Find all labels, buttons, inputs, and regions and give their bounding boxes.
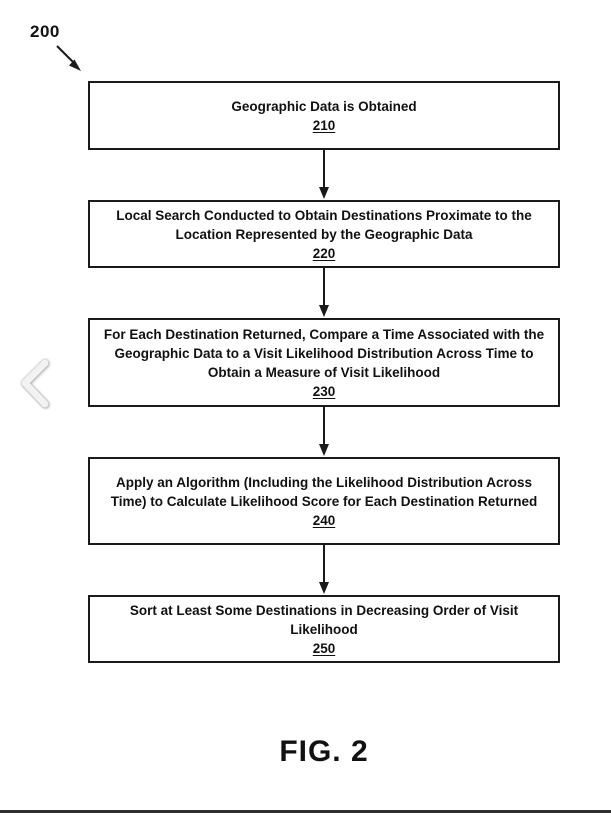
figure-reference-number: 200: [30, 22, 60, 41]
flow-step-number: 250: [312, 640, 336, 656]
chevron-left-icon[interactable]: [16, 358, 54, 410]
flow-step-number: 210: [312, 117, 336, 133]
flow-step-text: For Each Destination Returned, Compare a…: [103, 326, 545, 380]
flow-arrow-icon: [319, 407, 329, 456]
flow-step-text: Apply an Algorithm (Including the Likeli…: [110, 474, 538, 509]
flow-arrow-icon: [319, 150, 329, 199]
flow-step-number: 230: [312, 383, 336, 399]
flow-step-230: For Each Destination Returned, Compare a…: [88, 318, 560, 407]
flow-step-number: 220: [312, 245, 336, 261]
page-divider: [0, 810, 611, 813]
flow-step-240: Apply an Algorithm (Including the Likeli…: [88, 457, 560, 545]
flow-step-text: Local Search Conducted to Obtain Destina…: [116, 207, 532, 242]
figure-caption: FIG. 2: [279, 735, 369, 768]
flow-step-210: Geographic Data is Obtained 210: [88, 81, 560, 150]
flow-step-text: Geographic Data is Obtained: [231, 98, 417, 114]
flow-arrow-icon: [319, 268, 329, 317]
flow-step-220: Local Search Conducted to Obtain Destina…: [88, 200, 560, 268]
flow-step-text: Sort at Least Some Destinations in Decre…: [129, 602, 519, 637]
reference-arrow-icon: [56, 45, 81, 71]
flow-step-250: Sort at Least Some Destinations in Decre…: [88, 595, 560, 663]
flow-step-number: 240: [312, 512, 336, 528]
flow-arrow-icon: [319, 545, 329, 594]
